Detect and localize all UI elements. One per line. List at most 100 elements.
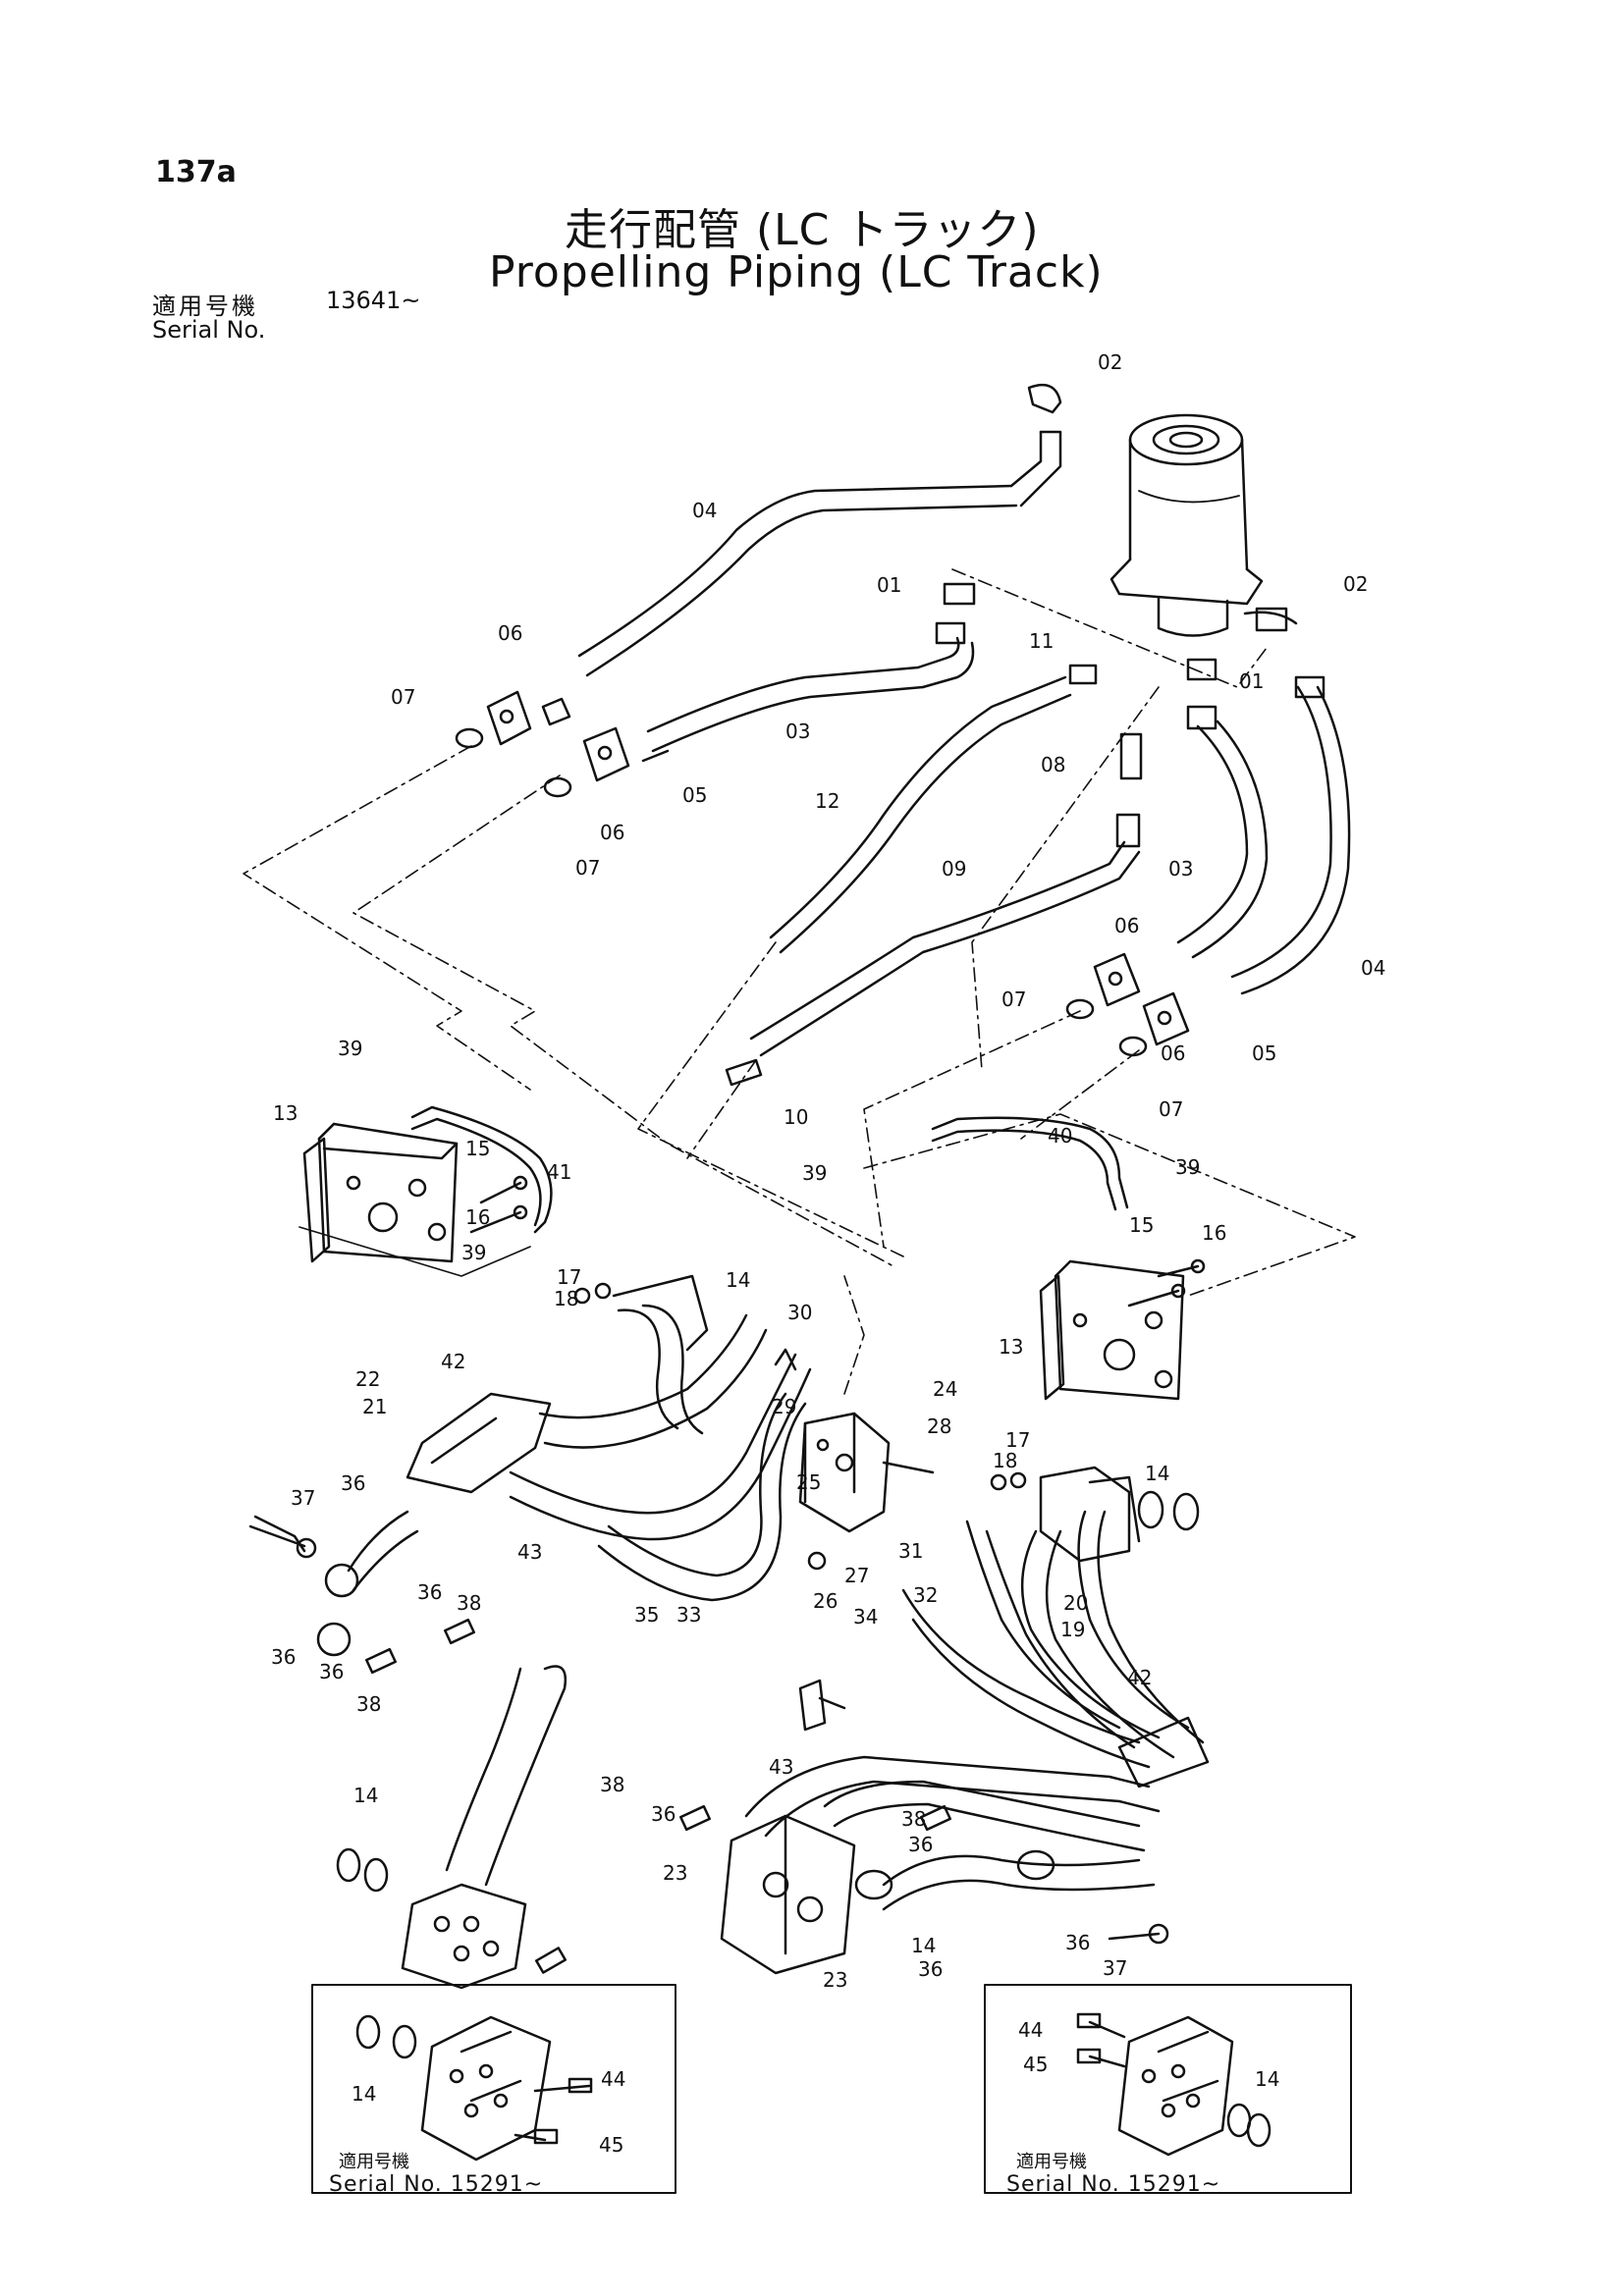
inset-left-serial-en: Serial No. 15291~ bbox=[329, 2172, 543, 2197]
flange-06-upper-mid bbox=[543, 726, 670, 798]
callout-label: 01 bbox=[1239, 669, 1264, 693]
hoses-33-35 bbox=[597, 1392, 807, 1602]
block-23-left bbox=[336, 1665, 568, 1990]
callout-label: 33 bbox=[676, 1603, 701, 1627]
callout-label: 36 bbox=[918, 1957, 943, 1981]
callout-label: 27 bbox=[844, 1564, 869, 1587]
callout-label: 13 bbox=[273, 1101, 298, 1125]
callout-label: 17 bbox=[557, 1265, 581, 1289]
bolts bbox=[248, 1175, 1206, 1974]
callout-label: 36 bbox=[319, 1660, 344, 1683]
inset-right bbox=[984, 1984, 1352, 2194]
callout-label: 21 bbox=[362, 1395, 387, 1418]
clamp-43-lower bbox=[798, 1679, 846, 1732]
callout-label: 40 bbox=[1048, 1124, 1072, 1148]
flange-06-upper-left bbox=[455, 690, 571, 749]
callout-label: 36 bbox=[1065, 1931, 1090, 1954]
callout-label: 05 bbox=[1252, 1041, 1276, 1065]
callout-label: 05 bbox=[682, 783, 707, 807]
callout-label: 26 bbox=[813, 1589, 838, 1613]
callout-label: 06 bbox=[1161, 1041, 1185, 1065]
callout-label: 24 bbox=[933, 1377, 957, 1401]
hose-09 bbox=[749, 813, 1141, 1057]
inset-right-serial-en: Serial No. 15291~ bbox=[1006, 2172, 1220, 2197]
callout-label: 39 bbox=[338, 1037, 362, 1060]
callout-label: 07 bbox=[391, 685, 415, 709]
callout-label: 12 bbox=[815, 789, 839, 813]
callout-label: 37 bbox=[291, 1486, 315, 1510]
inset-right-label-45: 45 bbox=[1023, 2053, 1048, 2076]
callout-label: 22 bbox=[355, 1367, 380, 1391]
manifold-24 bbox=[774, 1348, 935, 1533]
pipe-40-right bbox=[931, 1116, 1129, 1211]
hoses-lower-center bbox=[744, 1755, 1161, 1911]
callout-label: 38 bbox=[901, 1807, 926, 1831]
callout-label: 35 bbox=[634, 1603, 659, 1627]
callout-label: 07 bbox=[1159, 1097, 1183, 1121]
callout-label: 20 bbox=[1063, 1591, 1088, 1615]
hoses-19-20-right bbox=[901, 1510, 1210, 1789]
callout-label: 06 bbox=[1114, 914, 1139, 937]
callout-label: 25 bbox=[796, 1470, 821, 1494]
serial-label-japanese: 適用号機 bbox=[152, 293, 258, 320]
callout-label: 14 bbox=[353, 1784, 378, 1807]
callout-label: 23 bbox=[663, 1861, 687, 1885]
callout-label: 14 bbox=[1145, 1462, 1169, 1485]
block-23-center bbox=[720, 1814, 1055, 1975]
callout-label: 11 bbox=[1029, 629, 1054, 653]
title-japanese: 走行配管 (LC トラック) bbox=[565, 205, 1040, 255]
callout-label: 10 bbox=[784, 1105, 808, 1129]
block-14-right bbox=[1039, 1466, 1200, 1563]
callout-label: 28 bbox=[927, 1415, 951, 1438]
fittings-01-11-08-10 bbox=[725, 582, 1298, 1087]
callout-label: 16 bbox=[465, 1205, 490, 1229]
callout-label: 38 bbox=[600, 1773, 624, 1796]
travel-motor bbox=[1109, 413, 1264, 637]
callout-label: 02 bbox=[1343, 572, 1368, 596]
inset-left-serial-jp: 適用号機 bbox=[339, 2152, 409, 2172]
hose-12 bbox=[769, 675, 1072, 954]
callout-label: 41 bbox=[547, 1160, 571, 1184]
inset-right-label-14: 14 bbox=[1255, 2067, 1279, 2091]
callout-label: 19 bbox=[1060, 1618, 1085, 1641]
callout-label: 36 bbox=[651, 1802, 676, 1826]
callout-label: 18 bbox=[554, 1287, 578, 1310]
callout-label: 39 bbox=[1175, 1155, 1200, 1179]
callout-label: 38 bbox=[356, 1692, 381, 1716]
callout-label: 02 bbox=[1098, 350, 1122, 374]
callout-label: 39 bbox=[461, 1241, 486, 1264]
callout-label: 15 bbox=[465, 1137, 490, 1160]
callout-label: 36 bbox=[908, 1833, 933, 1856]
hoses-03-04-right bbox=[1176, 675, 1351, 995]
callout-label: 14 bbox=[726, 1268, 750, 1292]
callout-label: 43 bbox=[769, 1755, 793, 1779]
title-english: Propelling Piping (LC Track) bbox=[489, 247, 1104, 297]
callout-label: 36 bbox=[271, 1645, 296, 1669]
callout-label: 07 bbox=[1001, 988, 1026, 1011]
callout-label: 01 bbox=[877, 573, 901, 597]
callout-label: 36 bbox=[417, 1580, 442, 1604]
callout-label: 03 bbox=[785, 720, 810, 743]
callout-label: 38 bbox=[457, 1591, 481, 1615]
inset-right-label-44: 44 bbox=[1018, 2018, 1043, 2042]
inset-right-serial-jp: 適用号機 bbox=[1016, 2152, 1087, 2172]
callout-label: 37 bbox=[1103, 1956, 1127, 1980]
callout-label: 06 bbox=[600, 821, 624, 844]
callout-label: 08 bbox=[1041, 753, 1065, 776]
callout-label: 04 bbox=[1361, 956, 1385, 980]
hose-left-lower bbox=[253, 1510, 419, 1657]
callout-label: 18 bbox=[993, 1449, 1017, 1472]
valve-block-13-right bbox=[1039, 1259, 1185, 1401]
callout-label: 42 bbox=[1127, 1666, 1152, 1689]
inset-left-label-44: 44 bbox=[601, 2067, 625, 2091]
pipe-41-left bbox=[410, 1105, 553, 1234]
inset-left bbox=[311, 1984, 676, 2194]
flange-06-right bbox=[1065, 952, 1190, 1057]
inset-left-label-14: 14 bbox=[352, 2082, 376, 2106]
callout-label: 39 bbox=[802, 1161, 827, 1185]
callout-label: 30 bbox=[787, 1301, 812, 1324]
callout-label: 23 bbox=[823, 1968, 847, 1992]
callout-label: 04 bbox=[692, 499, 717, 522]
routing-lines bbox=[243, 568, 1356, 1395]
